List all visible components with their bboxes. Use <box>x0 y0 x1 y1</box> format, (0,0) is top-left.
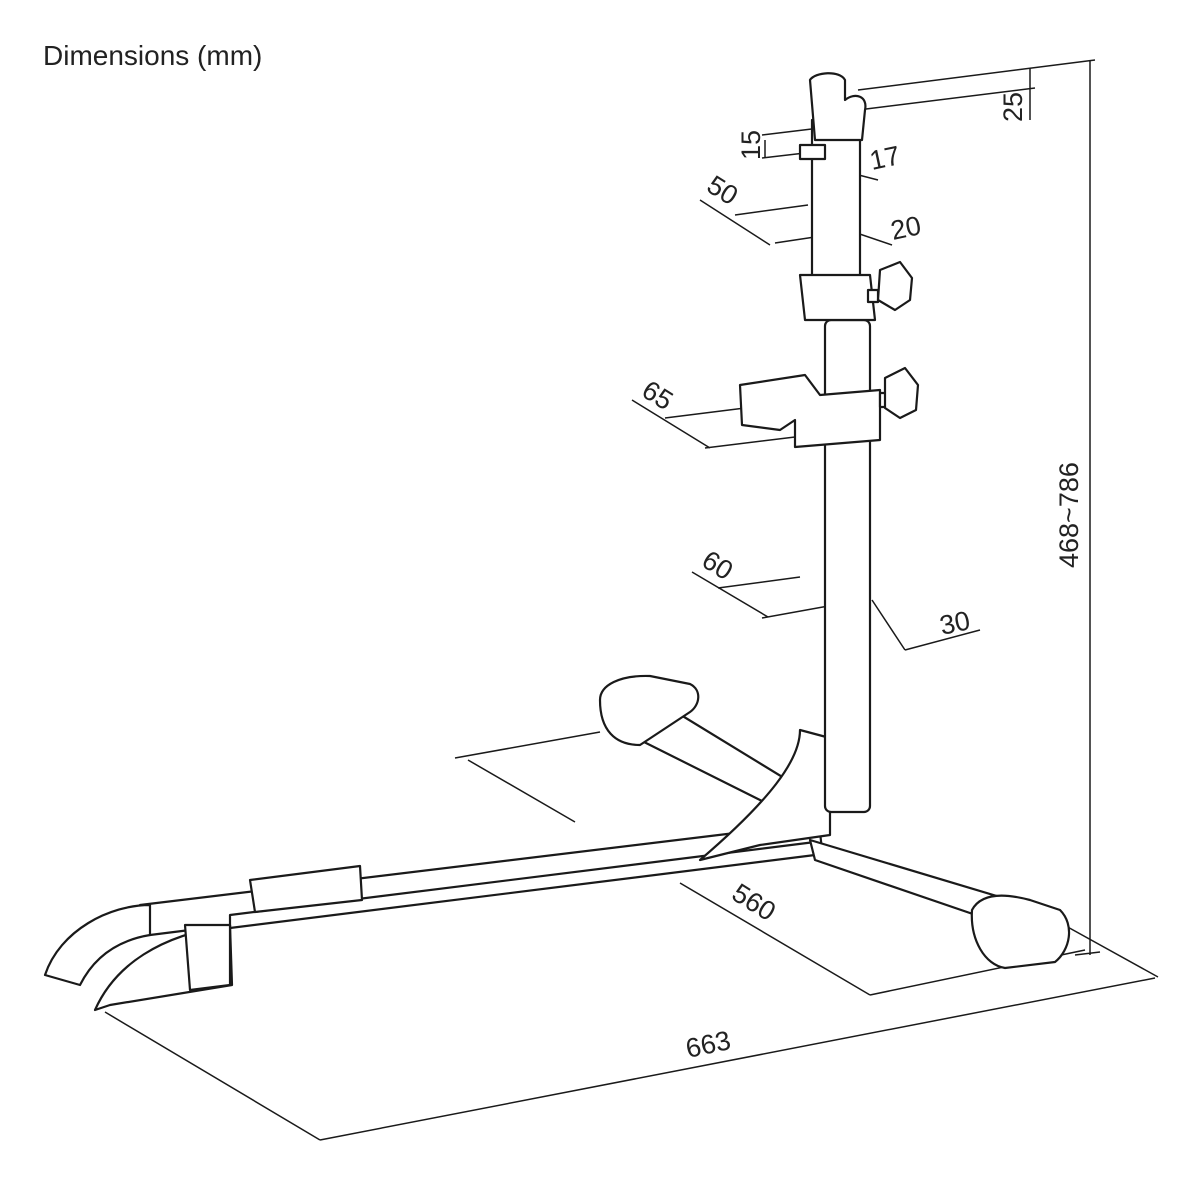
label-base-depth: 560 <box>727 878 781 927</box>
label-hook-width: 17 <box>867 140 903 176</box>
label-clamp-width: 65 <box>637 375 678 416</box>
base <box>43 674 1071 1012</box>
label-base-length: 663 <box>683 1025 733 1064</box>
label-hook-height: 15 <box>736 130 766 160</box>
label-main-tube-depth: 30 <box>937 605 973 641</box>
diagram-title: Dimensions (mm) <box>43 40 263 71</box>
label-height-range: 468~786 <box>1054 462 1084 568</box>
dimension-lines <box>104 59 1159 1141</box>
pole <box>738 72 920 814</box>
label-main-tube-width: 60 <box>697 545 738 586</box>
label-upper-tube-depth: 20 <box>888 210 924 246</box>
label-top-cap-height: 25 <box>998 92 1028 122</box>
